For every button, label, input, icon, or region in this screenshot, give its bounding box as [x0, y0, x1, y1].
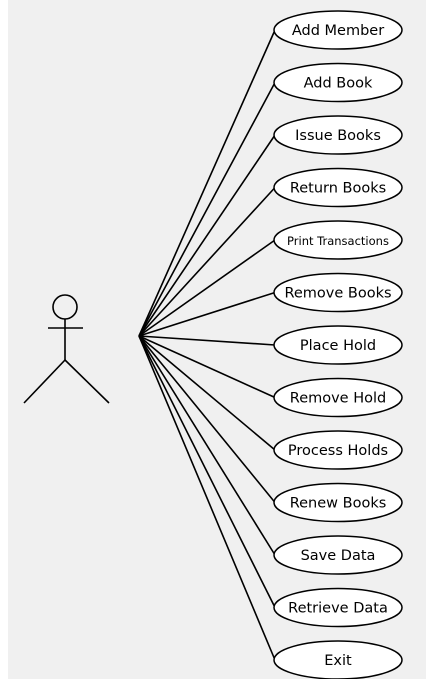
association-line-remove-books: [138, 291, 276, 337]
association-line-process-holds: [138, 335, 276, 451]
use-case-process-holds: Process Holds: [273, 430, 403, 470]
use-case-exit: Exit: [273, 640, 403, 679]
association-lines: [138, 29, 276, 661]
use-case-ellipse: [273, 587, 403, 628]
use-case-label: Print Transactions: [287, 234, 389, 248]
use-case-label: Retrieve Data: [288, 601, 388, 617]
actor-left-leg: [23, 359, 66, 404]
use-case-ellipse: [273, 535, 403, 575]
association-line-place-hold: [138, 335, 276, 346]
use-case-add-member: Add Member: [273, 10, 403, 50]
use-case-ellipse: [273, 377, 403, 418]
association-line-renew-books: [138, 335, 276, 504]
use-case-ellipse: [273, 115, 403, 155]
stick-figure-actor-icon: [23, 294, 110, 404]
use-case-save-data: Save Data: [273, 535, 403, 575]
association-line-add-book: [138, 82, 276, 337]
use-case-ellipse: [273, 430, 403, 470]
use-case-label: Remove Hold: [290, 391, 386, 407]
use-case-remove-hold: Remove Hold: [273, 377, 403, 418]
use-case-ellipse: [273, 167, 403, 208]
association-line-add-member: [138, 29, 276, 337]
use-case-label: Issue Books: [295, 128, 381, 144]
use-case-label: Add Book: [304, 76, 373, 92]
association-line-issue-books: [138, 134, 276, 337]
use-case-ellipse: [273, 10, 403, 50]
use-case-issue-books: Issue Books: [273, 115, 403, 155]
association-line-return-books: [138, 186, 276, 337]
use-case-label: Return Books: [290, 181, 386, 197]
use-case-renew-books: Renew Books: [273, 482, 403, 523]
use-case-ellipse: [273, 325, 403, 365]
use-case-ellipse: [273, 220, 403, 260]
actor-right-leg: [64, 359, 110, 404]
use-case-ellipse: [273, 640, 403, 679]
use-case-remove-books: Remove Books: [273, 272, 403, 313]
use-case-label: Exit: [324, 653, 352, 669]
association-line-exit: [138, 335, 276, 661]
use-case-label: Save Data: [301, 548, 376, 564]
association-line-save-data: [138, 335, 276, 556]
association-line-retrieve-data: [138, 335, 276, 608]
use-case-label: Process Holds: [288, 443, 388, 459]
use-case-print-transactions: Print Transactions: [273, 220, 403, 260]
use-case-place-hold: Place Hold: [273, 325, 403, 365]
use-case-ellipse: [273, 62, 403, 103]
use-case-label: Add Member: [292, 23, 384, 39]
use-case-retrieve-data: Retrieve Data: [273, 587, 403, 628]
use-case-label: Renew Books: [290, 496, 387, 512]
use-case-ellipse: [273, 272, 403, 313]
association-line-remove-hold: [138, 335, 276, 399]
use-case-add-book: Add Book: [273, 62, 403, 103]
use-case-label: Remove Books: [284, 286, 391, 302]
use-case-label: Place Hold: [300, 338, 376, 354]
association-line-print-transactions: [138, 239, 276, 337]
use-case-ellipse: [273, 482, 403, 523]
use-case-return-books: Return Books: [273, 167, 403, 208]
